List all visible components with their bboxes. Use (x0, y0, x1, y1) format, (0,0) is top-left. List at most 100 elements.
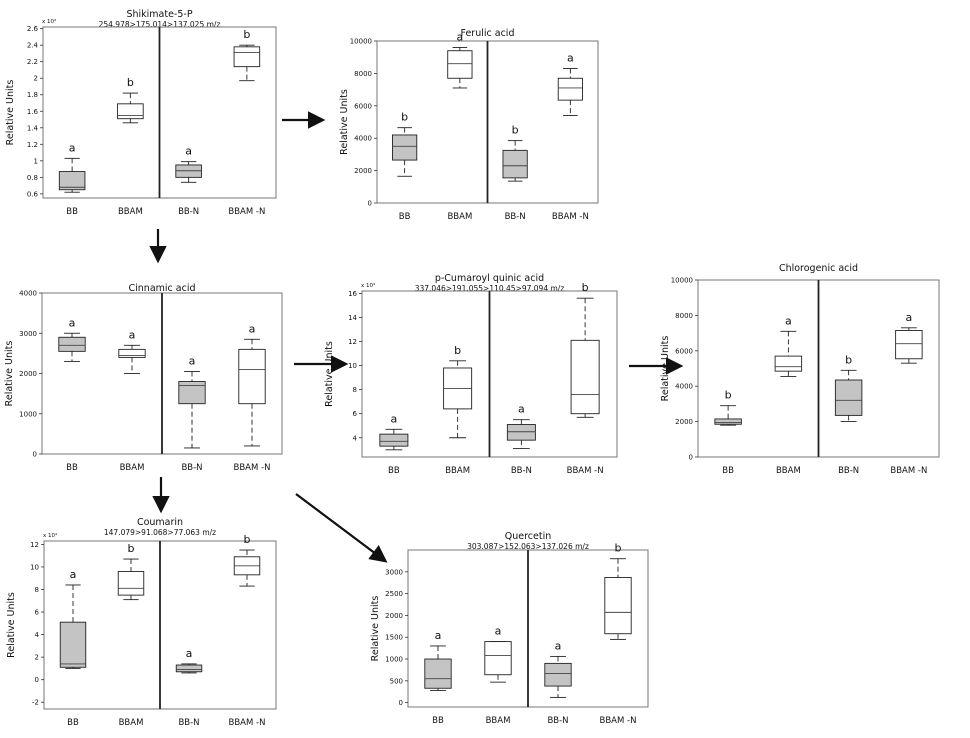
category-label: BB-N (547, 716, 568, 726)
y-tick-label: 0.8 (27, 174, 38, 182)
box-iqr (58, 336, 86, 352)
significance-letter: a (186, 647, 193, 660)
category-label: BBAM (486, 716, 511, 726)
significance-letter: b (725, 389, 732, 402)
y-tick-label: 1000 (19, 410, 37, 418)
y-tick-label: 4000 (675, 383, 693, 391)
box-iqr (117, 570, 145, 596)
box-iqr (447, 50, 473, 79)
significance-letter: a (391, 412, 398, 425)
box-iqr (714, 418, 742, 425)
y-tick-label: 10000 (350, 38, 372, 46)
box-iqr (570, 339, 600, 415)
y-tick-label: 8 (353, 386, 357, 394)
chart-3: p-Cumaroyl quinic acid337.046>191.055>11… (324, 273, 618, 476)
y-tick-label: 10 (348, 362, 357, 370)
category-label: BB (399, 212, 411, 222)
significance-letter: a (567, 52, 574, 65)
category-label: BB-N (178, 718, 199, 728)
y-tick-label: 2000 (675, 418, 693, 426)
y-tick-label: 500 (390, 677, 403, 685)
box-iqr (506, 424, 536, 441)
significance-letter: a (70, 568, 77, 581)
chart-4: Chlorogenic acid0200040006000800010000Re… (660, 263, 940, 476)
y-axis-label: Relative Units (370, 596, 381, 662)
y-tick-label: 2000 (19, 370, 37, 378)
significance-letter: a (495, 625, 502, 638)
y-tick-label: 2.2 (27, 58, 38, 66)
y-tick-label: 12 (348, 338, 357, 346)
significance-letter: a (129, 328, 136, 341)
box-iqr (238, 348, 266, 405)
significance-letter: b (243, 28, 250, 41)
chart-title: Quercetin (505, 531, 552, 542)
category-label: BB-N (505, 212, 526, 222)
y-tick-label: 1.6 (27, 108, 39, 116)
category-label: BB (432, 716, 444, 726)
category-label: BB (66, 207, 78, 217)
category-label: BB (722, 466, 734, 476)
box-iqr (502, 149, 528, 179)
category-label: BBAM (445, 466, 470, 476)
y-tick-label: 0 (368, 200, 372, 208)
y-tick-label: 6000 (354, 102, 372, 110)
significance-letter: b (128, 542, 135, 555)
category-label: BB (67, 718, 79, 728)
y-tick-label: 1500 (385, 634, 403, 642)
category-label: BBAM (776, 466, 801, 476)
category-label: BBAM (118, 207, 143, 217)
exponent-label: x 10⁴ (361, 282, 376, 289)
significance-letter: b (512, 124, 519, 137)
y-tick-label: 1.4 (27, 124, 39, 132)
box-iqr (118, 348, 146, 358)
box-iqr (484, 641, 512, 676)
category-label: BBAM -N (229, 718, 266, 728)
y-tick-label: 1000 (385, 656, 403, 664)
y-tick-label: 0 (399, 699, 403, 707)
y-tick-label: 10000 (671, 277, 693, 285)
y-tick-label: 8 (35, 586, 39, 594)
significance-letter: a (435, 629, 442, 642)
y-tick-label: 2000 (385, 612, 403, 620)
y-tick-label: 12 (30, 541, 39, 549)
significance-letter: b (401, 111, 408, 124)
significance-letter: a (555, 639, 562, 652)
chart-title: Cinnamic acid (129, 283, 196, 294)
category-label: BBAM -N (890, 466, 927, 476)
y-tick-label: 4 (35, 631, 40, 639)
box-iqr (175, 664, 203, 673)
chart-1: Ferulic acid0200040006000800010000Relati… (339, 28, 599, 222)
y-tick-label: 2000 (354, 167, 372, 175)
box-iqr (604, 577, 632, 635)
category-label: BBAM -N (600, 716, 637, 726)
box-iqr (178, 381, 206, 405)
exponent-label: x 10⁴ (43, 532, 58, 539)
pathway-arrow (295, 493, 388, 563)
y-tick-label: 4000 (19, 290, 37, 298)
y-tick-label: 3000 (19, 330, 37, 338)
y-tick-label: 8000 (675, 312, 693, 320)
chart-subtitle: 303.087>152.063>137.026 m/z (467, 542, 589, 551)
box-iqr (117, 103, 144, 120)
significance-letter: b (244, 533, 251, 546)
y-tick-label: 2.6 (27, 25, 39, 33)
pathway-arrows (149, 111, 684, 563)
y-axis-label: Relative Units (660, 336, 671, 402)
category-label: BBAM -N (552, 212, 589, 222)
category-label: BB (388, 466, 400, 476)
box-iqr (544, 662, 572, 687)
y-tick-label: 0 (689, 454, 693, 462)
y-tick-label: 2 (35, 654, 39, 662)
y-tick-label: 2.4 (27, 42, 39, 50)
category-label: BB-N (178, 207, 199, 217)
significance-letter: a (906, 311, 913, 324)
y-tick-label: 4 (353, 434, 358, 442)
significance-letter: b (845, 353, 852, 366)
significance-letter: a (69, 141, 76, 154)
box-iqr (59, 621, 87, 668)
category-label: BB-N (181, 463, 202, 473)
y-tick-label: 16 (348, 290, 357, 298)
y-tick-label: 6 (353, 410, 358, 418)
